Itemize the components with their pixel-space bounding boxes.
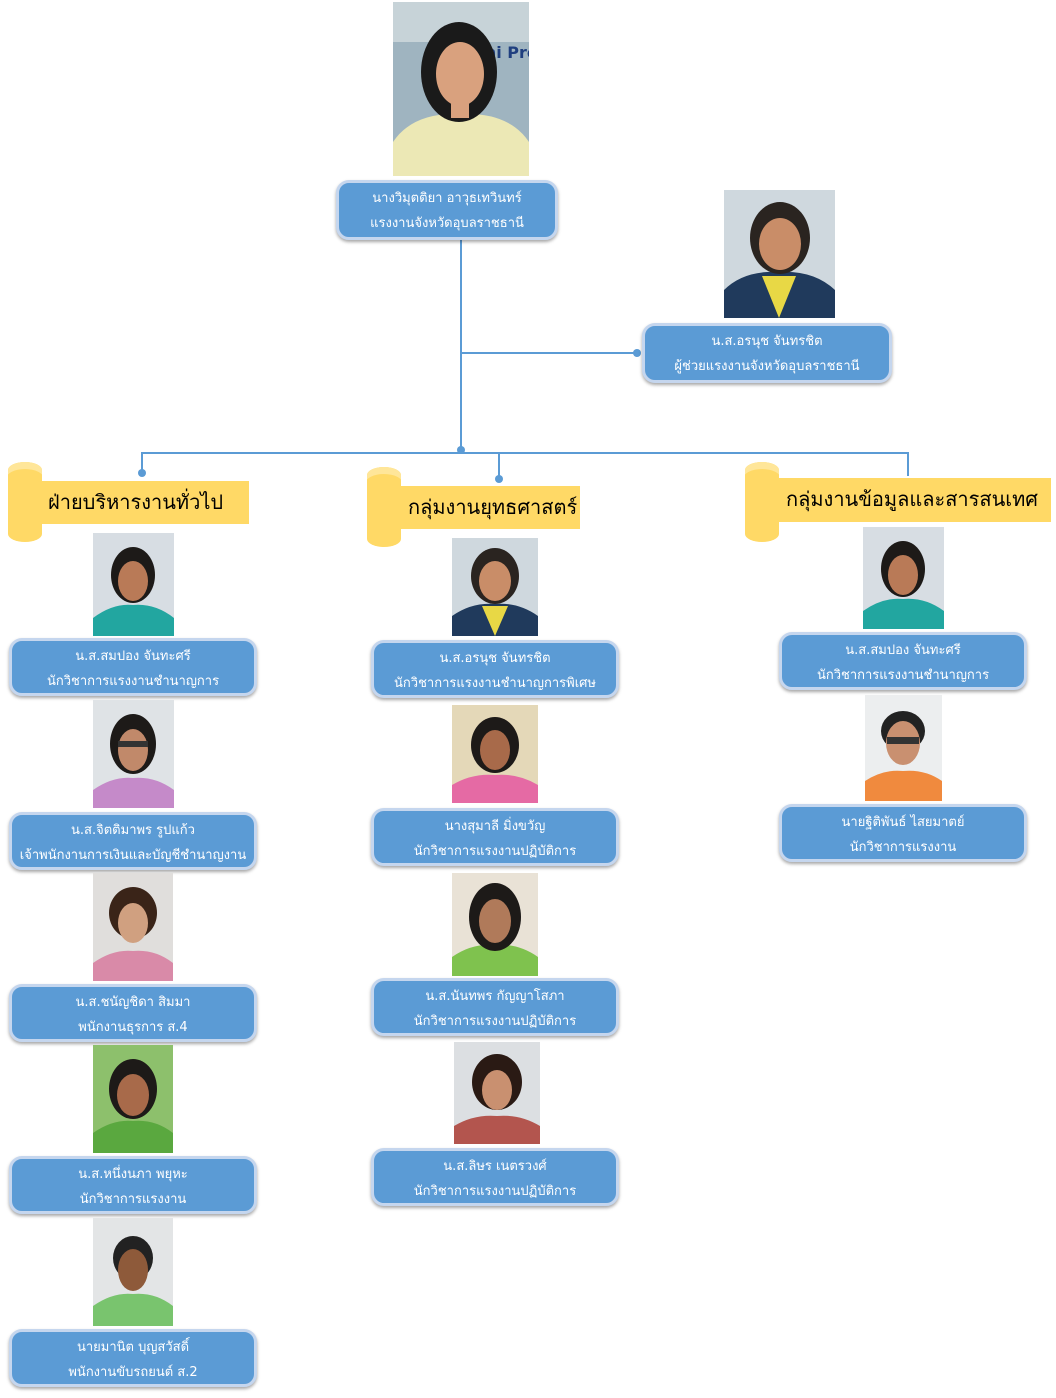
group-header-3-label: กลุ่มงานข้อมูลและสารสนเทศ (786, 487, 1039, 511)
connector-assistant (461, 352, 639, 354)
member-name: น.ส.อรนุช จันทรชิต (439, 651, 551, 666)
photo-assistant (724, 190, 835, 318)
card-member: น.ส.อรนุช จันทรชิต นักวิชาการแรงงานชำนาญ… (371, 640, 619, 698)
connector-main-dot (457, 446, 465, 454)
member-name: นางสุมาลี มิ่งขวัญ (444, 819, 546, 834)
group-header-1: ฝ่ายบริหารงานทั่วไป (40, 481, 249, 524)
member-name: น.ส.ลิษร เนตรวงศ์ (443, 1159, 547, 1174)
card-member: น.ส.ลิษร เนตรวงศ์ นักวิชาการแรงงานปฏิบัต… (371, 1148, 619, 1206)
assistant-name: น.ส.อรนุช จันทรชิต (711, 334, 823, 349)
card-member: น.ส.สมปอง จันทะศรี นักวิชาการแรงงานชำนาญ… (779, 632, 1027, 690)
member-title: นักวิชาการแรงงานปฏิบัติการ (413, 1184, 577, 1199)
member-title: นักวิชาการแรงงาน (849, 840, 957, 855)
member-name: น.ส.สมปอง จันทะศรี (75, 649, 191, 664)
member-name: นายฐิติพันธ์ ไสยมาตย์ (841, 815, 965, 830)
group-header-3: กลุ่มงานข้อมูลและสารสนเทศ (778, 478, 1051, 522)
card-member: น.ส.นันทพร กัญญาโสภา นักวิชาการแรงงานปฏิ… (371, 978, 619, 1036)
top-leader-name: นางวิมุตติยา อาวุธเทวินทร์ (372, 191, 522, 206)
card-member: นางสุมาลี มิ่งขวัญ นักวิชาการแรงงานปฏิบั… (371, 808, 619, 866)
connector-left-drop (141, 452, 143, 474)
card-member: นายมานิต บุญสวัสดิ์ พนักงานขับรถยนต์ ส.2 (9, 1329, 257, 1387)
member-name: น.ส.นันทพร กัญญาโสภา (425, 989, 565, 1004)
member-title: นักวิชาการแรงงานชำนาญการพิเศษ (394, 676, 596, 691)
member-title: พนักงานขับรถยนต์ ส.2 (68, 1365, 198, 1380)
group-header-2: กลุ่มงานยุทธศาสตร์ (400, 486, 580, 529)
photo-member (452, 705, 538, 803)
connector-right-drop (907, 452, 909, 476)
card-member: นายฐิติพันธ์ ไสยมาตย์ นักวิชาการแรงงาน (779, 804, 1027, 862)
photo-top-leader: thani Pro (393, 2, 529, 176)
photo-member (93, 1045, 173, 1153)
connector-left-dot (138, 469, 146, 477)
member-title: นักวิชาการแรงงานชำนาญการ (816, 668, 990, 683)
member-title: เจ้าพนักงานการเงินและบัญชีชำนาญงาน (19, 848, 247, 863)
member-name: น.ส.หนึ่งนภา พยุหะ (78, 1167, 188, 1182)
card-member: น.ส.จิตติมาพร รูปแก้ว เจ้าพนักงานการเงิน… (9, 812, 257, 870)
top-leader-title: แรงงานจังหวัดอุบลราชธานี (370, 216, 524, 231)
card-member: น.ส.สมปอง จันทะศรี นักวิชาการแรงงานชำนาญ… (9, 638, 257, 696)
member-name: น.ส.จิตติมาพร รูปแก้ว (71, 823, 195, 838)
group-header-1-label: ฝ่ายบริหารงานทั่วไป (48, 490, 224, 514)
card-assistant: น.ส.อรนุช จันทรชิต ผู้ช่วยแรงงานจังหวัดอ… (642, 323, 892, 383)
member-title: นักวิชาการแรงงานปฏิบัติการ (413, 1014, 577, 1029)
group-header-2-label: กลุ่มงานยุทธศาสตร์ (408, 495, 578, 519)
card-member: น.ส.หนึ่งนภา พยุหะ นักวิชาการแรงงาน (9, 1156, 257, 1214)
member-title: นักวิชาการแรงงานชำนาญการ (46, 674, 220, 689)
group-header-cylinder-3 (745, 462, 779, 542)
card-member: น.ส.ชนัญชิดา สิมมา พนักงานธุรการ ส.4 (9, 984, 257, 1042)
photo-member (93, 700, 174, 808)
photo-member (865, 695, 942, 801)
connector-top-vertical (460, 237, 462, 451)
photo-member (452, 873, 538, 976)
group-header-cylinder-2 (367, 467, 401, 547)
connector-mid-dot (495, 475, 503, 483)
photo-member (863, 527, 944, 629)
photo-member (93, 533, 174, 636)
member-title: นักวิชาการแรงงานปฏิบัติการ (413, 844, 577, 859)
photo-member (454, 1042, 540, 1144)
photo-member (452, 538, 538, 636)
card-top-leader: นางวิมุตติยา อาวุธเทวินทร์ แรงงานจังหวัด… (336, 180, 558, 240)
connector-horizontal (142, 452, 908, 454)
member-title: นักวิชาการแรงงาน (79, 1192, 187, 1207)
member-name: น.ส.สมปอง จันทะศรี (845, 643, 961, 658)
member-title: พนักงานธุรการ ส.4 (78, 1020, 188, 1035)
member-name: นายมานิต บุญสวัสดิ์ (76, 1340, 190, 1355)
assistant-title: ผู้ช่วยแรงงานจังหวัดอุบลราชธานี (674, 359, 860, 374)
photo-member (93, 1218, 173, 1326)
member-name: น.ส.ชนัญชิดา สิมมา (75, 995, 191, 1010)
connector-assistant-dot (633, 349, 641, 357)
photo-member (93, 873, 173, 981)
connector-mid-drop (498, 452, 500, 480)
group-header-cylinder-1 (8, 462, 42, 542)
